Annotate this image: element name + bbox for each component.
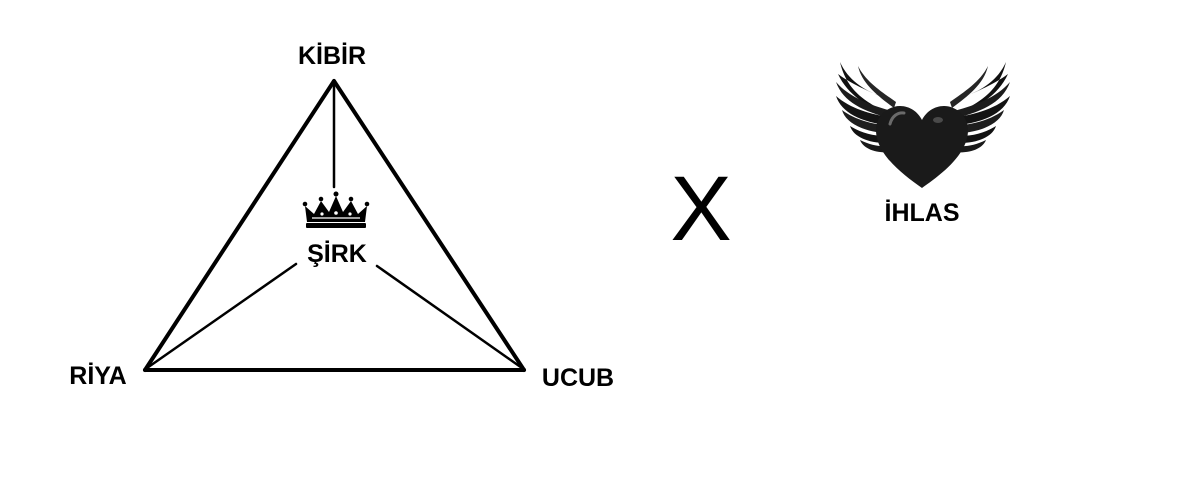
edge-kibir-riya: [143, 79, 336, 372]
edge-kibir-ucub: [332, 79, 526, 372]
triangle: [143, 79, 526, 372]
versus-symbol: X: [670, 158, 731, 260]
winged-heart-icon: [836, 62, 1010, 188]
label-ihlas: İHLAS: [885, 199, 960, 227]
connector-riya-sirk: [145, 262, 298, 370]
label-sirk: ŞİRK: [307, 240, 367, 268]
crown-icon: [302, 191, 370, 228]
label-kibir: KİBİR: [298, 42, 366, 70]
label-ucub: UCUB: [542, 364, 614, 392]
label-riya: RİYA: [69, 362, 126, 390]
heart: [876, 106, 968, 188]
connector-ucub-sirk: [375, 264, 524, 370]
